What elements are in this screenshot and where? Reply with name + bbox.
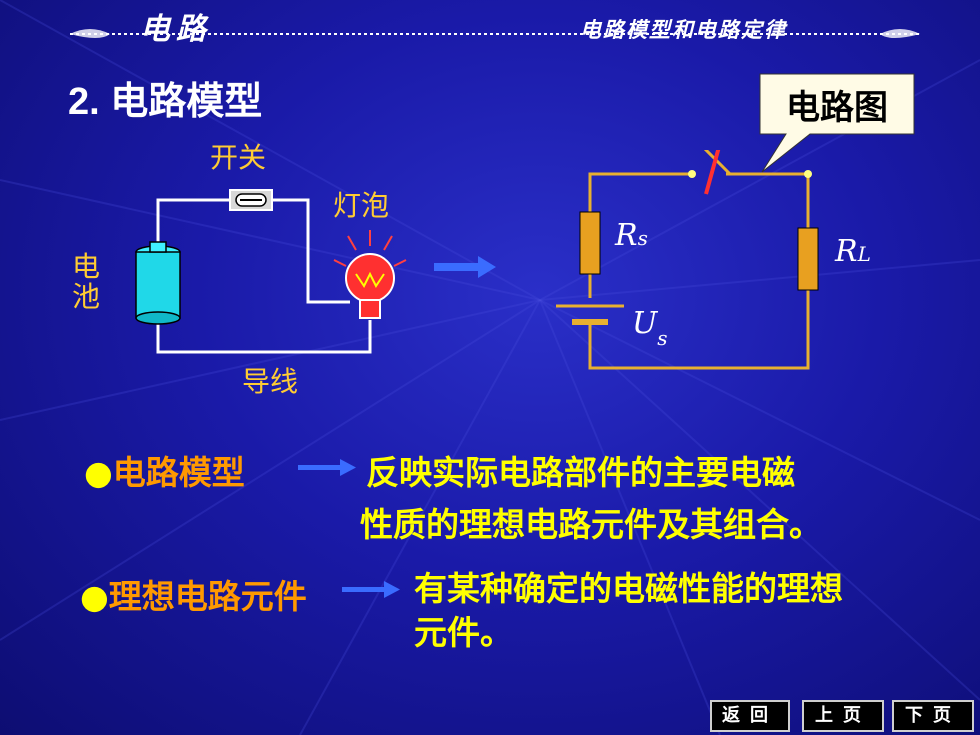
definition-circuit-model-line2: 性质的理想电路元件及其组合。 <box>360 505 822 544</box>
page-title: 2. 电路模型 <box>68 81 263 123</box>
bulb-label: 灯泡 <box>333 189 390 222</box>
definition-arrow-1 <box>298 459 356 476</box>
definition-ideal-element-line1: 有某种确定的电磁性能的理想 <box>414 569 843 608</box>
rs-label: Rs <box>615 218 648 253</box>
schematic-switch <box>703 150 732 195</box>
prev-page-button[interactable]: 上页 <box>802 700 884 732</box>
header-decoration <box>70 29 920 38</box>
back-button[interactable]: 返回 <box>710 700 790 732</box>
header-chapter-title: 电路模型和电路定律 <box>580 17 787 42</box>
definition-arrow-2 <box>342 581 400 598</box>
battery-device <box>135 241 181 325</box>
circuit-schematic <box>556 150 819 370</box>
callout-label: 电路图 <box>786 88 888 128</box>
term-circuit-model: ●电路模型 <box>84 453 245 492</box>
definition-ideal-element-line2: 元件。 <box>414 613 513 652</box>
wire-label: 导线 <box>242 365 299 398</box>
bulb-device <box>333 230 407 319</box>
physical-circuit <box>135 189 407 354</box>
battery-label: 电池 <box>72 250 101 313</box>
source-us <box>556 304 624 336</box>
switch-device <box>229 189 273 211</box>
switch-label: 开关 <box>210 141 267 174</box>
resistor-rs <box>579 211 601 275</box>
term-ideal-element: ●理想电路元件 <box>80 577 307 616</box>
callout-bubble <box>759 73 915 173</box>
resistor-rl <box>797 227 819 291</box>
next-page-button[interactable]: 下页 <box>892 700 974 732</box>
rl-label: RL <box>835 234 871 269</box>
us-label: Us <box>632 306 668 350</box>
definition-circuit-model-line1: 反映实际电路部件的主要电磁 <box>366 453 795 492</box>
header-course-title: 电路 <box>140 12 212 47</box>
transform-arrow <box>434 256 496 278</box>
